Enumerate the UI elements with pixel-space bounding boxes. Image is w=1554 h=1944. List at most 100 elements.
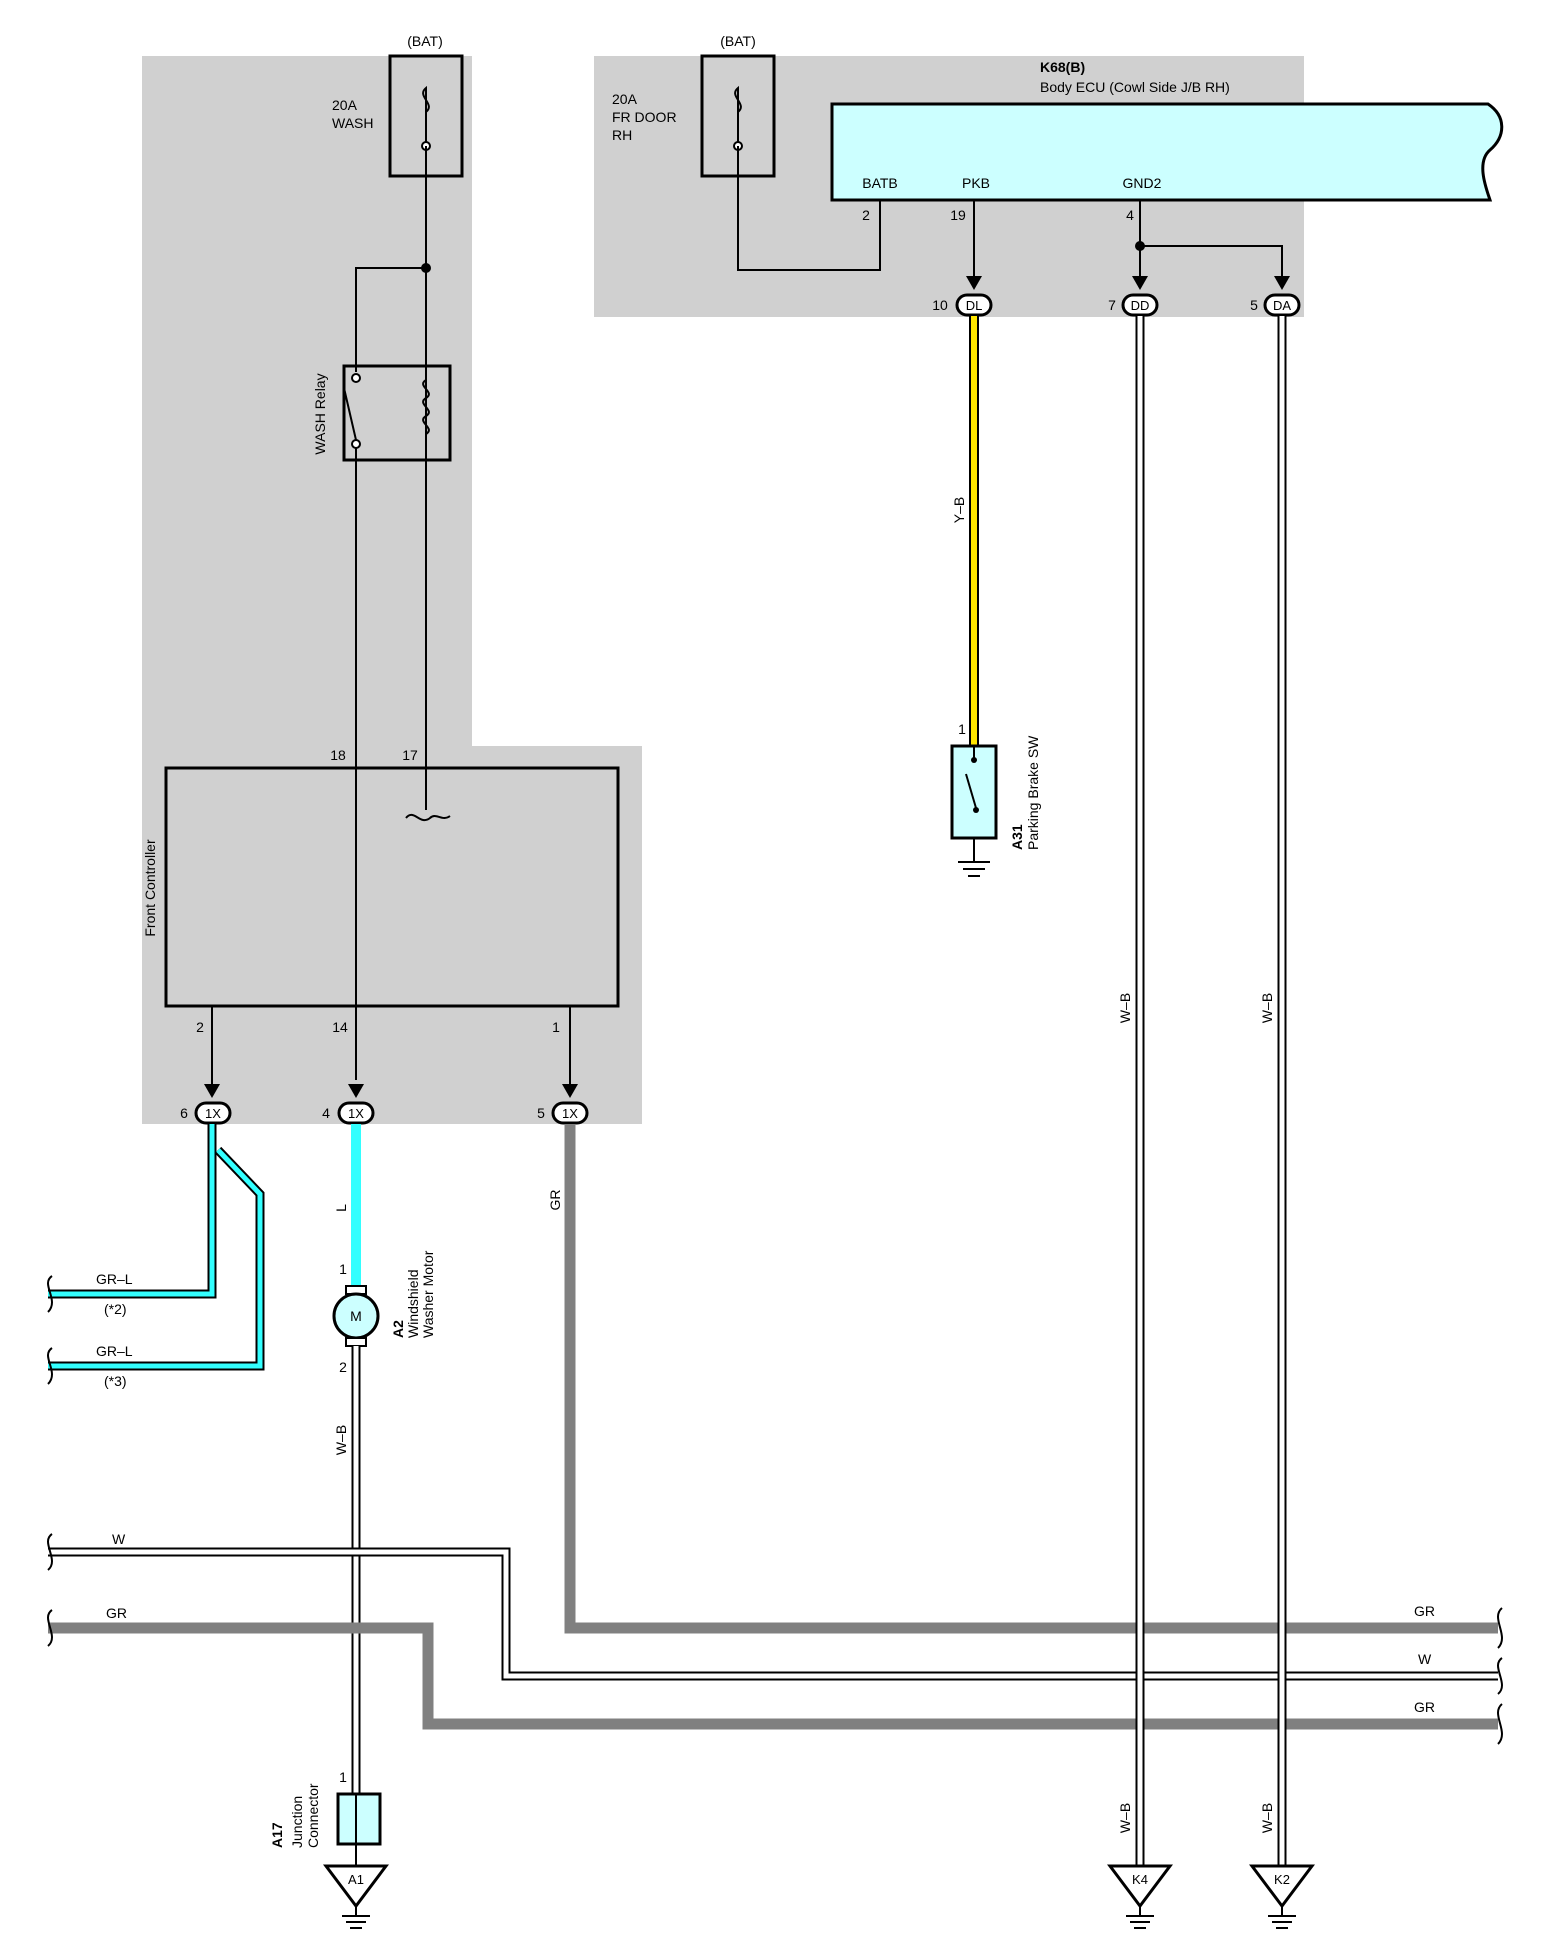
fc-arrow-6 [204, 1084, 220, 1098]
fuse-frdoor-name-2: RH [612, 127, 632, 143]
ecu-connector-da-pin: 5 [1250, 297, 1258, 313]
wire-label-bus-w-left: W [112, 1531, 126, 1547]
fc-pin-17: 17 [402, 747, 418, 763]
break-gr-l-1 [47, 1275, 53, 1313]
bus-gr [48, 1622, 1498, 1730]
wire-label-w-b-da-bottom: W–B [1259, 1803, 1275, 1833]
ground-k2-code: K2 [1274, 1872, 1290, 1887]
washer-motor-symbol: M [350, 1308, 362, 1324]
parking-brake-pin-1: 1 [958, 721, 966, 737]
fc-pin-2: 2 [196, 1019, 204, 1035]
fc-connector-4 [337, 1101, 375, 1125]
wash-relay-label: WASH Relay [312, 373, 328, 454]
wire-label-bus-gr-right-top: GR [1414, 1603, 1435, 1619]
ecu-connector-dd-code: DD [1131, 298, 1150, 313]
fc-connector-4-pin: 4 [322, 1105, 330, 1121]
pb-switch-arm [965, 773, 977, 809]
fc-connector-5-pin: 5 [537, 1105, 545, 1121]
junction-name-1: Junction [289, 1796, 305, 1848]
break-bus-gr-left [47, 1609, 53, 1647]
wire-label-bus-w-right: W [1418, 1651, 1432, 1667]
break-right-w [1497, 1657, 1503, 1695]
wire-label-gr-fc: GR [547, 1190, 563, 1211]
ecu-pin-2: 2 [862, 207, 870, 223]
junction-name-2: Connector [305, 1783, 321, 1848]
fc-connector-5-code: 1X [562, 1106, 578, 1121]
break-right-gr-bottom [1497, 1703, 1503, 1745]
fuse-wash-source: (BAT) [407, 33, 443, 49]
front-controller-box [164, 766, 620, 1008]
ecu-connector-dd-pin: 7 [1108, 297, 1116, 313]
parking-brake-ground-icon [958, 838, 990, 877]
fc-connector-6 [194, 1101, 232, 1125]
ecu-code: K68(B) [1040, 59, 1085, 75]
relay-coil-icon [422, 379, 430, 435]
fuse-frdoor-rating: 20A [612, 91, 638, 107]
wire-label-w-b-dd: W–B [1117, 993, 1133, 1023]
ground-k2-symbol [1268, 1906, 1296, 1929]
parking-brake-code: A31 [1009, 824, 1025, 850]
ecu-terminal-pkb: PKB [962, 175, 990, 191]
ground-a1-triangle [323, 1864, 389, 1909]
ecu-connector-dl-pin: 10 [932, 297, 948, 313]
ground-a1-code: A1 [348, 1872, 364, 1887]
fc-pin-18: 18 [330, 747, 346, 763]
relay-switch-arm [343, 387, 357, 441]
motor-pin-2: 2 [339, 1359, 347, 1375]
ecu-arrow-dd [1132, 276, 1148, 290]
relay-contact-top [351, 373, 361, 383]
junction-pin-1: 1 [339, 1769, 347, 1785]
ecu-arrow-dl [966, 276, 982, 290]
fuse-frdoor-icon [734, 85, 742, 146]
break-bus-w-left [47, 1533, 53, 1571]
ground-k4-symbol [1126, 1906, 1154, 1929]
motor-bottom-terminal [345, 1337, 367, 1347]
wire-label-bus-gr-right-bottom: GR [1414, 1699, 1435, 1715]
fuse-wash-name: WASH [332, 115, 373, 131]
ground-k4-triangle [1107, 1864, 1173, 1909]
wire-label-l: L [333, 1204, 349, 1212]
fuse-frdoor-name-1: FR DOOR [612, 109, 677, 125]
wire-fuse-to-relay [355, 267, 426, 372]
ecu-connector-da-code: DA [1273, 298, 1291, 313]
ground-a1-symbol [342, 1906, 370, 1929]
wire-label-w-b-da: W–B [1259, 993, 1275, 1023]
ecu-box [830, 102, 1504, 202]
break-right-gr-top [1497, 1607, 1503, 1649]
wire-label-bus-gr-left: GR [106, 1605, 127, 1621]
fuse-wash-icon [422, 85, 430, 146]
wire-frdoor-to-batb [737, 146, 881, 271]
fc-connector-6-code: 1X [205, 1106, 221, 1121]
ecu-connector-dl [955, 293, 993, 317]
ecu-connector-da [1263, 293, 1301, 317]
junction-dot-wash [421, 263, 431, 273]
bus-w [48, 1547, 1498, 1681]
junction-connector-box [336, 1792, 382, 1846]
ecu-pin-19: 19 [950, 207, 966, 223]
wire-gr-l [48, 1124, 265, 1371]
junction-code: A17 [269, 1822, 285, 1848]
shaded-region-left [142, 56, 642, 1124]
relay-contact-bottom [351, 439, 361, 449]
wire-gr-fc [564, 1124, 1498, 1634]
fuse-frdoor-source: (BAT) [720, 33, 756, 49]
fc-connector-4-code: 1X [348, 1106, 364, 1121]
ecu-name: Body ECU (Cowl Side J/B RH) [1040, 79, 1230, 95]
wire-label-gr-l-2: GR–L [96, 1343, 133, 1359]
break-gr-l-2 [47, 1347, 53, 1385]
ecu-terminal-gnd2: GND2 [1123, 175, 1162, 191]
fc-connector-6-pin: 6 [180, 1105, 188, 1121]
ground-k4-code: K4 [1132, 1872, 1148, 1887]
fuse-wash-rating: 20A [332, 97, 358, 113]
fc-internal-tilde [405, 813, 451, 821]
wire-gnd2-branch [1140, 245, 1283, 282]
wash-relay-box [342, 364, 452, 462]
washer-motor-name-1: Windshield [405, 1270, 421, 1338]
wire-note-2: (*2) [104, 1301, 127, 1317]
fc-arrow-5 [562, 1084, 578, 1098]
ecu-pin-4: 4 [1126, 207, 1134, 223]
washer-motor-name-2: Washer Motor [420, 1250, 436, 1338]
wire-note-3: (*3) [104, 1373, 127, 1389]
fc-pin-1: 1 [552, 1019, 560, 1035]
